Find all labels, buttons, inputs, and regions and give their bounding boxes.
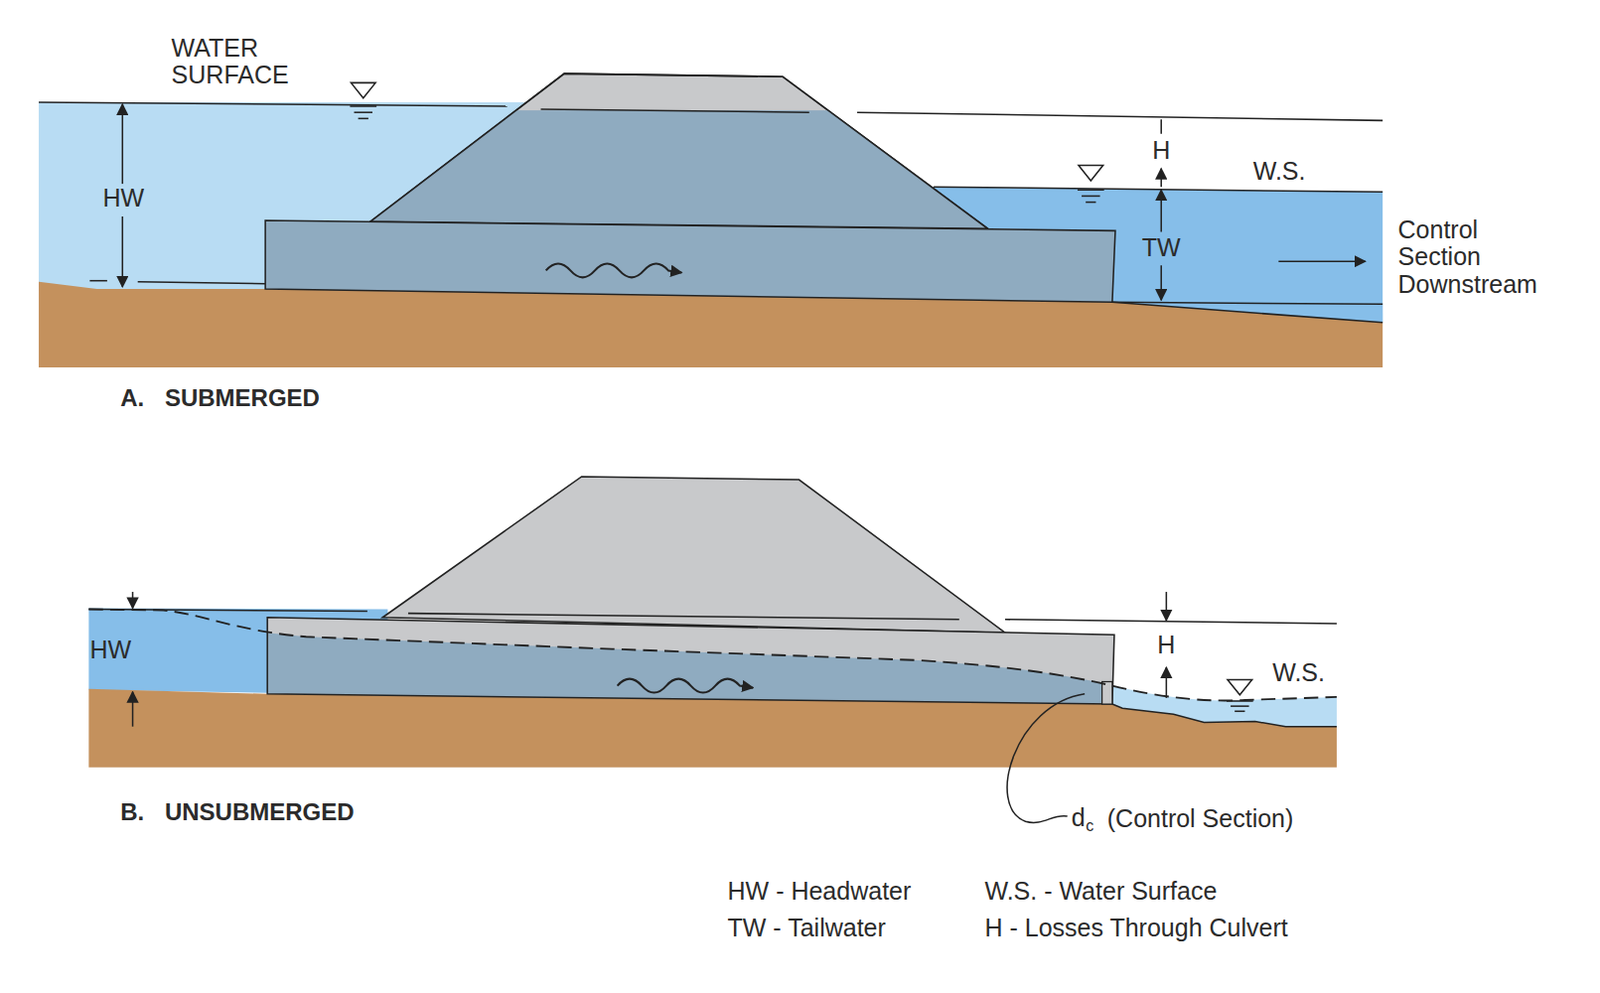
key-entry: HW - Headwater: [727, 877, 912, 906]
h-tick: [1160, 119, 1163, 134]
section-label: Control Section Downstream: [1398, 216, 1553, 299]
tw-arrow: [1160, 265, 1163, 300]
hw-arrow: [122, 104, 125, 184]
flow-arrow: [617, 679, 754, 694]
fill-line: [408, 613, 960, 620]
water-symbol: [1226, 679, 1254, 712]
water-line: [541, 109, 810, 113]
dimension-label: HW: [89, 637, 132, 666]
water-surface-profile: [88, 609, 1337, 702]
dimension-label: HW: [102, 185, 145, 214]
embankment-outline: [370, 73, 989, 229]
channel-bed: [1112, 301, 1383, 323]
flow-arrow: [1278, 260, 1365, 263]
water-symbol: [1077, 165, 1105, 203]
hw-arrow: [132, 692, 135, 728]
surface-label: WATER SURFACE: [171, 33, 321, 89]
dimension-label: TW: [1142, 234, 1181, 263]
culvert-outline: [267, 617, 1115, 705]
surface-label: W.S.: [1253, 157, 1307, 186]
headwater-surface: [38, 102, 508, 107]
dimension-label: H: [1157, 632, 1175, 661]
bed-dash: [138, 282, 266, 285]
embankment: [382, 476, 1006, 633]
flow-arrow: [546, 263, 683, 278]
h-arrow: [1165, 591, 1168, 621]
tailwater-surface: [933, 186, 1383, 192]
symbol-subscript: c: [1085, 817, 1094, 836]
bed-dash: [89, 280, 107, 283]
hw-arrow: [122, 216, 125, 288]
barrel-flow: [267, 632, 1114, 705]
tw-arrow: [1160, 189, 1163, 232]
panel-heading: B. UNSUBMERGED: [120, 799, 354, 826]
control-section: [1102, 681, 1113, 705]
energy-line: [1005, 619, 1337, 624]
energy-line: [857, 112, 1383, 121]
culvert-barrel: [267, 617, 1115, 705]
surface-label: W.S.: [1272, 659, 1325, 688]
tailwater-bed: [1112, 301, 1383, 304]
dimension-label: H: [1152, 137, 1170, 165]
headwater-surface: [88, 609, 367, 612]
unsubmerged-panel: [88, 476, 1337, 823]
culvert-barrel: [265, 220, 1116, 302]
channel-water: [1112, 301, 1383, 323]
leader-line: [1007, 694, 1085, 824]
key-entry: W.S. - Water Surface: [984, 877, 1217, 906]
hw-arrow: [132, 591, 135, 608]
tailwater-pool: [1112, 686, 1337, 728]
h-arrow: [1160, 168, 1163, 187]
panel-heading: A. SUBMERGED: [120, 384, 320, 411]
water-symbol: [349, 82, 377, 119]
submerged-panel: [38, 73, 1383, 368]
h-arrow: [1165, 667, 1168, 699]
key-entry: H - Losses Through Culvert: [984, 914, 1288, 943]
section-label: (Control Section): [1107, 805, 1295, 834]
key-entry: TW - Tailwater: [727, 914, 886, 943]
channel-bed: [1112, 704, 1337, 728]
symbol-label: d: [1071, 804, 1086, 833]
